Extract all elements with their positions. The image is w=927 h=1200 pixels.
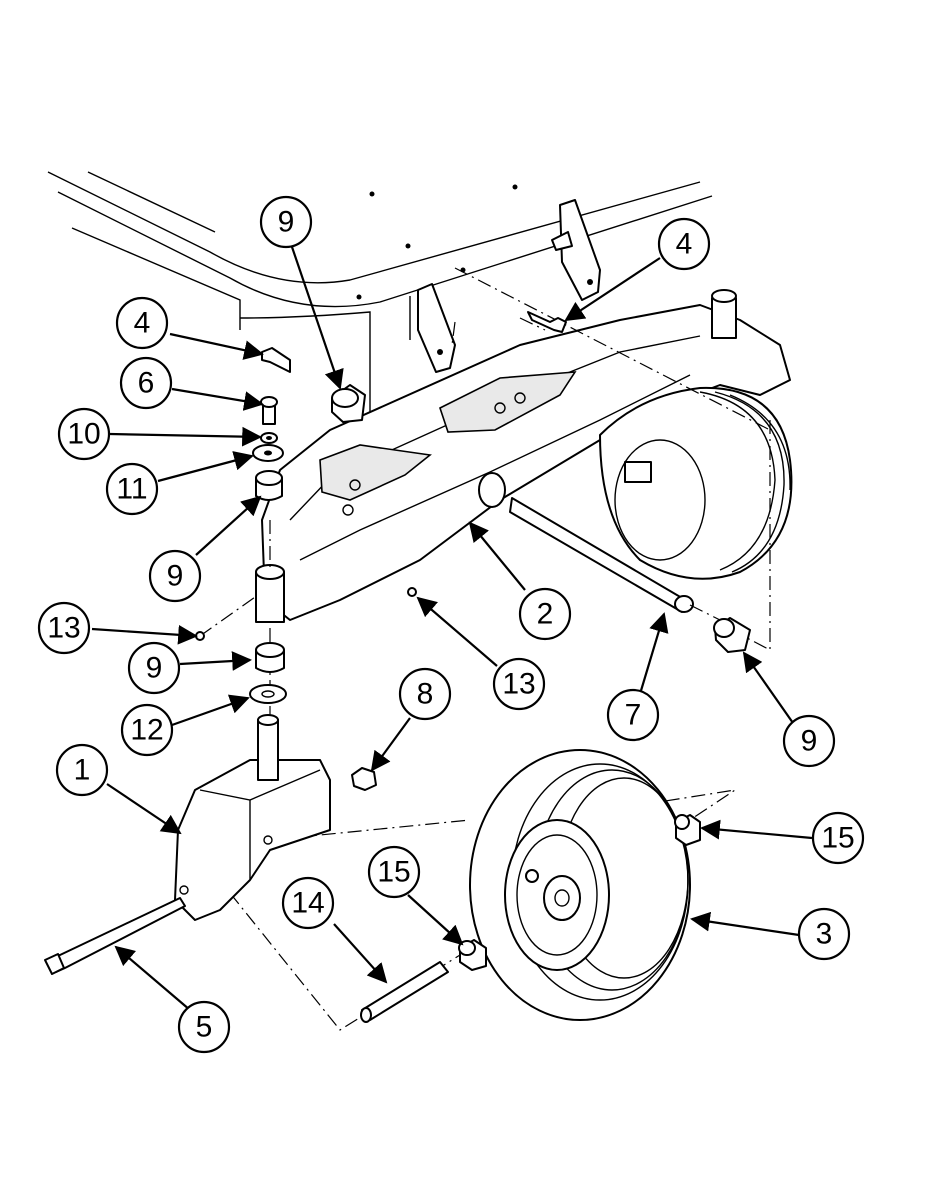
lock-washer (260, 432, 278, 444)
callout-label: 9 (167, 560, 184, 593)
callout-label: 14 (291, 887, 324, 920)
axle-tube (360, 961, 449, 1023)
thrust-washer (249, 684, 287, 704)
bushing-top (331, 384, 366, 423)
axle-bolt (44, 897, 186, 975)
callout-label: 12 (130, 714, 163, 747)
callout-9-right: 9 (782, 714, 836, 768)
callout-6: 6 (119, 356, 173, 410)
lock-nut (351, 767, 377, 791)
callout-label: 8 (417, 678, 434, 711)
rear-wheel-right (599, 386, 793, 580)
callout-9-top: 9 (259, 195, 313, 249)
callout-label: 11 (116, 473, 147, 506)
callout-label: 2 (537, 598, 554, 631)
flat-washer (252, 444, 284, 462)
callout-label: 15 (821, 822, 854, 855)
callout-12: 12 (120, 703, 174, 757)
callout-14: 14 (281, 876, 335, 930)
callout-1: 1 (55, 743, 109, 797)
front-caster-wheel (469, 749, 691, 1021)
caster-fork (174, 714, 331, 921)
callout-9-mid: 9 (148, 549, 202, 603)
leader-lines (91, 246, 813, 1011)
callout-15-left: 15 (367, 845, 421, 899)
callout-8: 8 (398, 667, 452, 721)
frame-mount-bracket-right (551, 199, 601, 301)
callout-13-left: 13 (37, 601, 91, 655)
bushing-lower-caster (255, 642, 285, 673)
callout-label: 10 (67, 418, 100, 451)
front-axle-beam (255, 289, 791, 623)
wheel-spacer-right (674, 814, 701, 846)
bushing-pivot-right (713, 617, 751, 653)
bushing-upper-caster (255, 470, 283, 501)
callout-4-right: 4 (657, 217, 711, 271)
callout-3: 3 (797, 907, 851, 961)
callout-label: 4 (134, 307, 151, 340)
callout-13-mid: 13 (492, 657, 546, 711)
callout-label: 6 (138, 367, 155, 400)
callout-label: 13 (47, 612, 80, 645)
callout-label: 3 (816, 918, 833, 951)
bolt-small (260, 396, 278, 425)
grease-fitting-left (195, 631, 205, 641)
callout-label: 7 (625, 699, 642, 732)
mower-deck-frame (47, 171, 713, 412)
grease-fitting-mid (407, 587, 417, 597)
callout-label: 4 (676, 228, 693, 261)
callout-label: 15 (377, 856, 410, 889)
bolt-right (527, 311, 567, 333)
wheel-spacer-left (458, 939, 487, 971)
callout-5: 5 (177, 1000, 231, 1054)
callout-label: 9 (146, 652, 163, 685)
pivot-shaft (509, 497, 694, 613)
callout-7: 7 (606, 688, 660, 742)
callout-label: 9 (278, 206, 295, 239)
callout-label: 1 (74, 754, 91, 787)
callout-label: 5 (196, 1011, 213, 1044)
callout-label: 13 (502, 668, 535, 701)
callout-4-left: 4 (115, 296, 169, 350)
callout-15-right: 15 (811, 811, 865, 865)
bolt-left (261, 347, 291, 373)
frame-mount-bracket-left (417, 283, 456, 373)
callout-10: 10 (57, 407, 111, 461)
callout-9-low: 9 (127, 641, 181, 695)
callout-2: 2 (518, 587, 572, 641)
callout-label: 9 (801, 725, 818, 758)
callout-11: 11 (105, 462, 159, 516)
